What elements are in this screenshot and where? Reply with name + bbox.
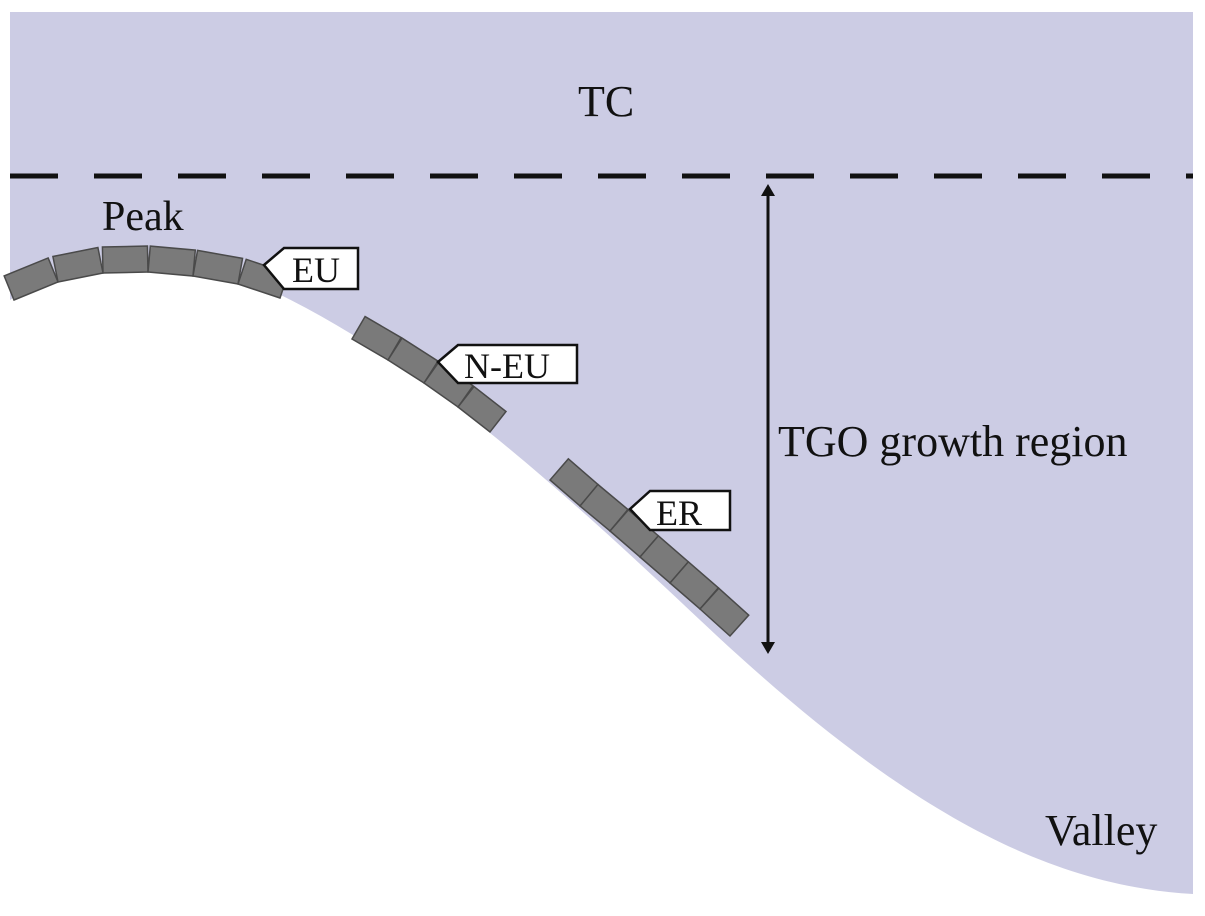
- element-cell: [101, 245, 149, 274]
- growth-region-label: TGO growth region: [778, 417, 1128, 466]
- element-cell: [147, 245, 197, 277]
- tag-n-eu-box: [436, 343, 579, 385]
- element-cell: [698, 587, 750, 638]
- element-cell: [192, 249, 244, 285]
- tag-er-box: [628, 489, 732, 532]
- peak-label: Peak: [102, 194, 184, 240]
- tag-eu: EU: [292, 250, 340, 290]
- element-cell: [456, 385, 508, 434]
- element-strip-n-eu: [350, 315, 508, 434]
- element-cell: [422, 360, 475, 409]
- tag-eu-box: [262, 246, 360, 291]
- substrate-region: [0, 258, 1193, 916]
- element-cell: [52, 246, 104, 283]
- valley-label: Valley: [1045, 806, 1157, 855]
- tag-er: ER: [656, 493, 702, 533]
- tag-n-eu: N-EU: [464, 346, 550, 386]
- element-cell: [3, 256, 59, 301]
- element-strip-er: [548, 457, 750, 638]
- element-strip-eu: [3, 245, 290, 301]
- element-cell: [350, 315, 403, 362]
- top-coat-label: TC: [578, 77, 634, 126]
